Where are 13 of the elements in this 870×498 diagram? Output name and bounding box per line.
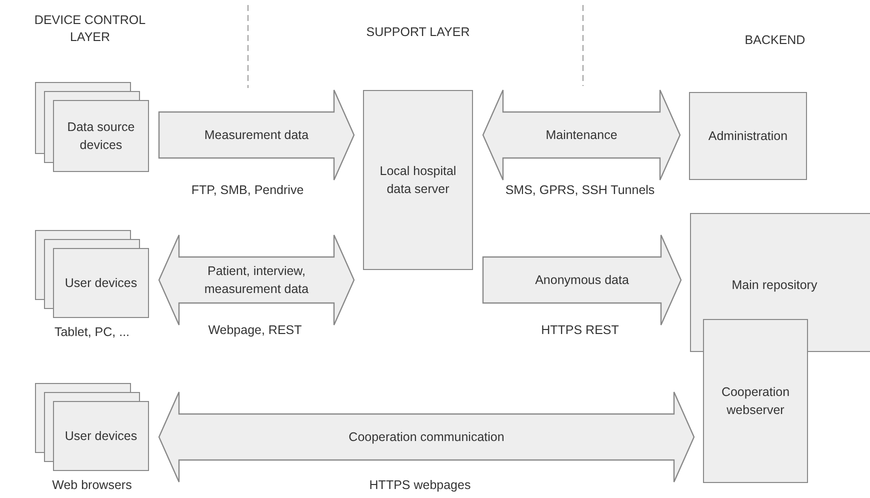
layer-heading: SUPPORT LAYER <box>365 24 471 41</box>
device-caption: Tablet, PC, ... <box>53 324 131 341</box>
protocol-note: SMS, GPRS, SSH Tunnels <box>504 182 656 199</box>
layer-heading: BACKEND <box>744 32 806 49</box>
component-box: Cooperation webserver <box>703 319 808 483</box>
protocol-note: Webpage, REST <box>207 322 303 339</box>
component-box: Administration <box>689 92 807 180</box>
protocol-note: FTP, SMB, Pendrive <box>190 182 305 199</box>
layer-heading: DEVICE CONTROL LAYER <box>33 12 147 46</box>
protocol-note: HTTPS REST <box>540 322 620 339</box>
component-box: Local hospital data server <box>363 90 473 270</box>
protocol-note: HTTPS webpages <box>368 477 472 494</box>
device-caption: Web browsers <box>51 477 133 494</box>
